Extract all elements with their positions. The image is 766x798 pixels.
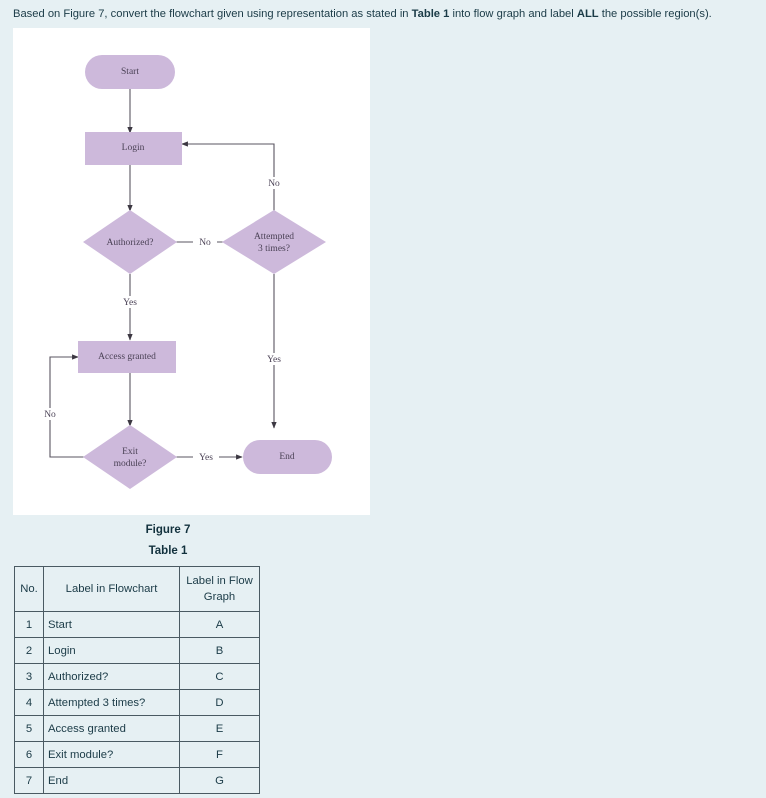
header-label-flowchart: Label in Flowchart: [43, 566, 180, 612]
cell-no: 2: [14, 637, 44, 664]
edge-label-bg-yes-2: [261, 353, 287, 365]
cell-flowchart-label: Login: [43, 637, 180, 664]
node-exit-module-label-line1: Exit: [122, 447, 138, 457]
cell-flowgraph-label: F: [179, 741, 260, 768]
node-attempted-label-line2: 3 times?: [258, 244, 290, 254]
mapping-table: No. Label in Flowchart Label in Flow Gra…: [14, 566, 260, 794]
table-caption: Table 1: [148, 545, 188, 557]
cell-flowchart-label: Start: [43, 611, 180, 638]
node-exit-module-label-line2: module?: [114, 459, 147, 469]
cell-no: 5: [14, 715, 44, 742]
edge-label-bg-no-2: [261, 177, 287, 189]
node-exit-module: [83, 425, 177, 489]
edge-label-authorized-no: No: [199, 238, 211, 248]
cell-flowchart-label: End: [43, 767, 180, 794]
cell-flowgraph-label: C: [179, 663, 260, 690]
header-no: No.: [14, 566, 44, 612]
node-start-label: Start: [121, 67, 139, 77]
node-authorized-label: Authorized?: [107, 238, 154, 248]
edge-label-authorized-yes: Yes: [123, 298, 137, 308]
node-access-granted: [78, 341, 176, 373]
node-attempted-label-line1: Attempted: [254, 232, 294, 242]
header-label-flowgraph: Label in Flow Graph: [179, 566, 260, 612]
flowchart-diagram: No Yes No Yes Yes No Start Login Author: [37, 55, 332, 489]
edge-label-bg-yes-1: [117, 296, 143, 308]
node-end-label: End: [279, 452, 295, 462]
cell-flowgraph-label: B: [179, 637, 260, 664]
edge-label-bg-yes-3: [193, 451, 219, 463]
edge-label-exit-yes: Yes: [199, 453, 213, 463]
cell-flowgraph-label: E: [179, 715, 260, 742]
cell-flowgraph-label: D: [179, 689, 260, 716]
mapping-table-head: No. Label in Flowchart Label in Flow Gra…: [14, 566, 260, 612]
cell-flowchart-label: Authorized?: [43, 663, 180, 690]
mapping-table-wrapper: No. Label in Flowchart Label in Flow Gra…: [14, 566, 260, 794]
node-attempted: [222, 210, 326, 274]
table-header-row: No. Label in Flowchart Label in Flow Gra…: [14, 566, 260, 612]
cell-flowchart-label: Exit module?: [43, 741, 180, 768]
node-end: [243, 440, 332, 474]
cell-no: 1: [14, 611, 44, 638]
node-login-label: Login: [122, 143, 145, 153]
cell-flowchart-label: Access granted: [43, 715, 180, 742]
figure-panel: No Yes No Yes Yes No Start Login Author: [13, 28, 370, 515]
question-prompt: Based on Figure 7, convert the flowchart…: [13, 8, 712, 20]
edge-label-bg-no-1: [193, 236, 217, 248]
cell-flowgraph-label: G: [179, 767, 260, 794]
header-label-flowgraph-line2: Graph: [203, 591, 236, 603]
header-label-flowgraph-line1: Label in Flow: [186, 575, 253, 587]
edge-label-attempted-yes: Yes: [267, 355, 281, 365]
node-access-granted-label: Access granted: [98, 352, 156, 362]
edge-exit-to-access: [49, 354, 84, 458]
cell-flowgraph-label: A: [179, 611, 260, 638]
edge-attempted-to-login: [181, 141, 275, 211]
cell-no: 6: [14, 741, 44, 768]
edge-label-exit-no: No: [44, 410, 56, 420]
node-login: [85, 132, 182, 165]
edge-label-attempted-no: No: [268, 179, 280, 189]
figure-caption: Figure 7: [145, 524, 191, 536]
cell-no: 7: [14, 767, 44, 794]
node-authorized: [83, 210, 177, 274]
cell-no: 4: [14, 689, 44, 716]
node-start: [85, 55, 175, 89]
edge-label-bg-no-3: [37, 408, 63, 420]
cell-flowchart-label: Attempted 3 times?: [43, 689, 180, 716]
cell-no: 3: [14, 663, 44, 690]
